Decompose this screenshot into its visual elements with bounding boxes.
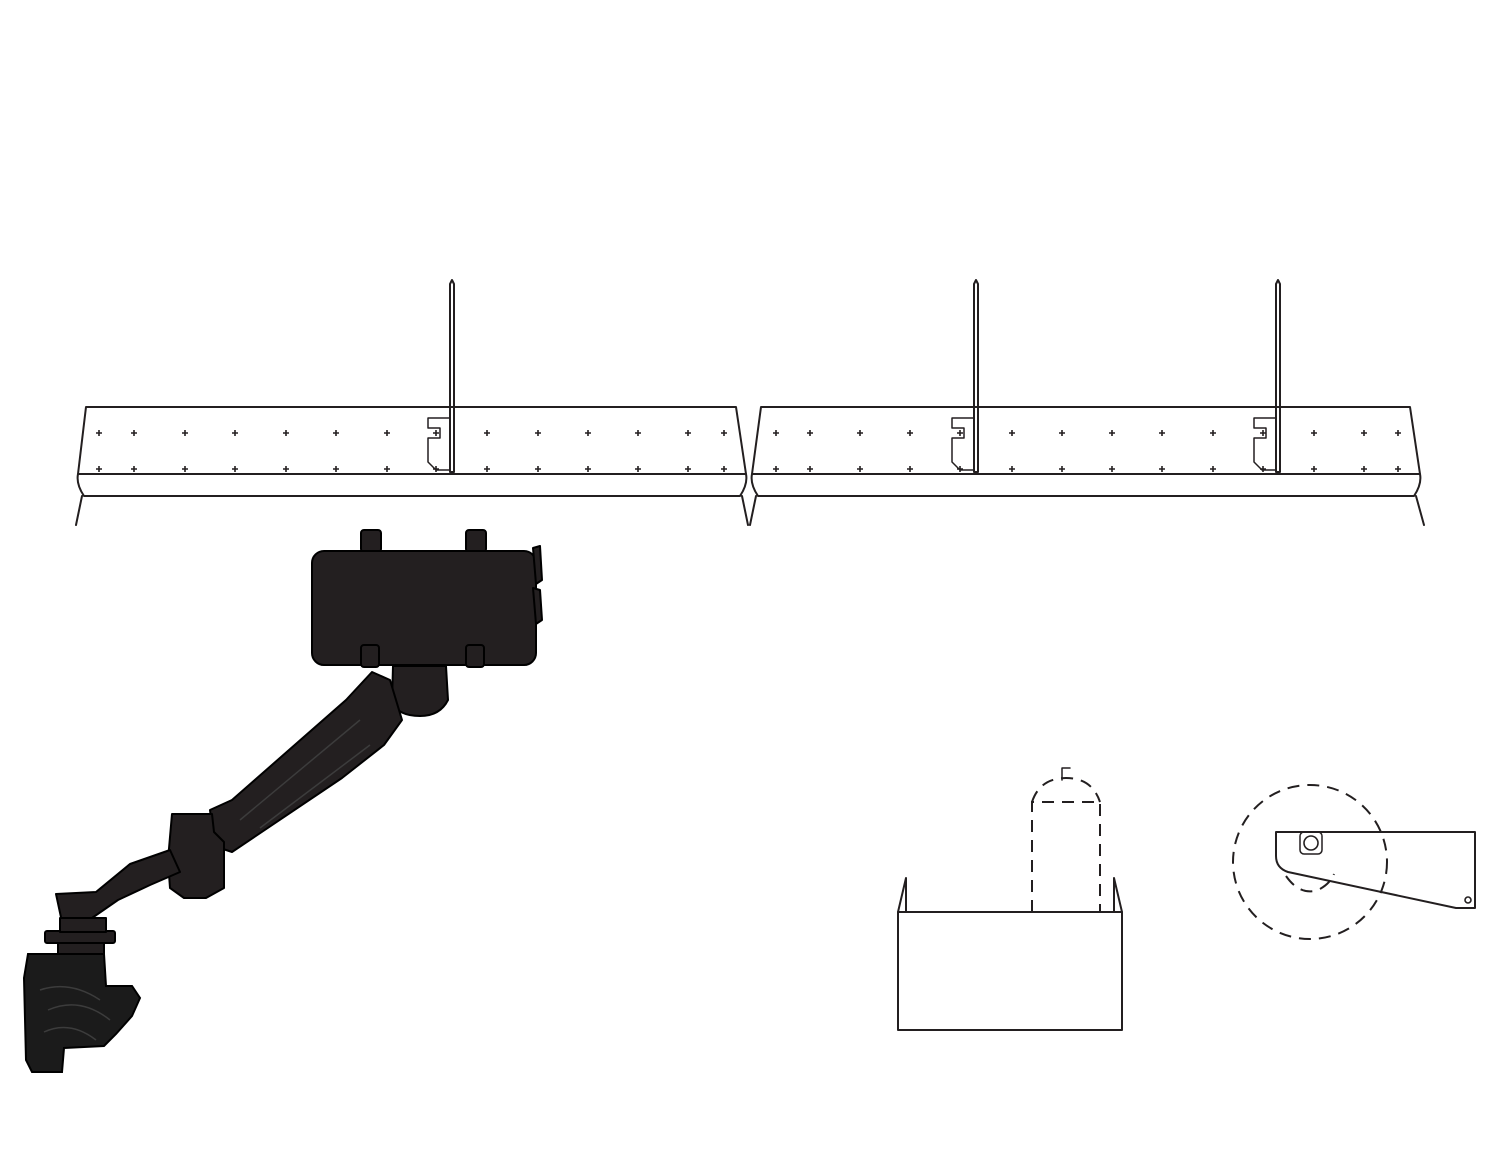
perforation-hole bbox=[1210, 430, 1216, 436]
perforation-hole bbox=[585, 430, 591, 436]
perforation-hole bbox=[182, 430, 188, 436]
divider-side-view bbox=[1232, 784, 1476, 940]
perforation-hole bbox=[721, 466, 727, 472]
perforation-hole bbox=[283, 466, 289, 472]
perforation-hole bbox=[1311, 466, 1317, 472]
perforation-hole bbox=[1395, 430, 1401, 436]
perforation-hole bbox=[807, 466, 813, 472]
perforation-hole bbox=[1009, 466, 1015, 472]
perforation-hole bbox=[1361, 430, 1367, 436]
perforation-hole bbox=[1311, 430, 1317, 436]
perforation-hole bbox=[1159, 466, 1165, 472]
lower-arm bbox=[55, 849, 181, 923]
perforation-hole bbox=[535, 466, 541, 472]
perforation-hole bbox=[685, 466, 691, 472]
shelf-divider-left bbox=[427, 279, 455, 473]
perforation-hole bbox=[635, 430, 641, 436]
perforation-hole bbox=[907, 430, 913, 436]
perforated-shelf-left bbox=[75, 406, 749, 526]
perforation-hole bbox=[1395, 466, 1401, 472]
perforation-hole bbox=[384, 430, 390, 436]
hole-pattern-right bbox=[773, 430, 1401, 472]
upper-arm bbox=[209, 671, 403, 853]
perforation-hole bbox=[857, 430, 863, 436]
hole-pattern-left bbox=[96, 430, 727, 472]
perforation-hole bbox=[535, 430, 541, 436]
monitor-arm bbox=[22, 529, 543, 1073]
monitor-body bbox=[311, 550, 537, 666]
perforation-hole bbox=[1059, 430, 1065, 436]
perforation-hole bbox=[1159, 430, 1165, 436]
perforation-hole bbox=[384, 466, 390, 472]
perforation-hole bbox=[96, 466, 102, 472]
monitor-clip-top-right bbox=[465, 529, 487, 553]
perforation-hole bbox=[635, 466, 641, 472]
divider-front-view bbox=[897, 767, 1123, 1031]
perforation-hole bbox=[721, 430, 727, 436]
perforation-hole bbox=[1109, 466, 1115, 472]
perforation-hole bbox=[957, 430, 963, 436]
perforation-hole bbox=[333, 466, 339, 472]
monitor-clip-top-left bbox=[360, 529, 382, 553]
perforation-hole bbox=[1109, 430, 1115, 436]
perforation-hole bbox=[433, 430, 439, 436]
shelf-divider-center bbox=[951, 279, 979, 473]
perforation-hole bbox=[232, 430, 238, 436]
perforation-hole bbox=[484, 430, 490, 436]
perforation-hole bbox=[1210, 466, 1216, 472]
rail-clamp bbox=[22, 953, 142, 1073]
perforation-hole bbox=[131, 430, 137, 436]
perforation-hole bbox=[907, 466, 913, 472]
shelf-divider-right bbox=[1253, 279, 1281, 473]
perforation-hole bbox=[807, 430, 813, 436]
perforation-hole bbox=[857, 466, 863, 472]
perforation-hole bbox=[232, 466, 238, 472]
perforation-hole bbox=[484, 466, 490, 472]
perforation-hole bbox=[333, 430, 339, 436]
perforation-hole bbox=[1260, 430, 1266, 436]
perforation-hole bbox=[1361, 466, 1367, 472]
perforation-hole bbox=[1009, 430, 1015, 436]
perforation-hole bbox=[131, 466, 137, 472]
perforation-hole bbox=[283, 430, 289, 436]
perforation-hole bbox=[773, 466, 779, 472]
perforated-shelf-right bbox=[749, 406, 1425, 526]
perforation-hole bbox=[585, 466, 591, 472]
perforation-hole bbox=[182, 466, 188, 472]
tilt-head bbox=[391, 665, 449, 717]
perforation-hole bbox=[685, 430, 691, 436]
perforation-hole bbox=[96, 430, 102, 436]
perforation-hole bbox=[1059, 466, 1065, 472]
perforation-hole bbox=[773, 430, 779, 436]
